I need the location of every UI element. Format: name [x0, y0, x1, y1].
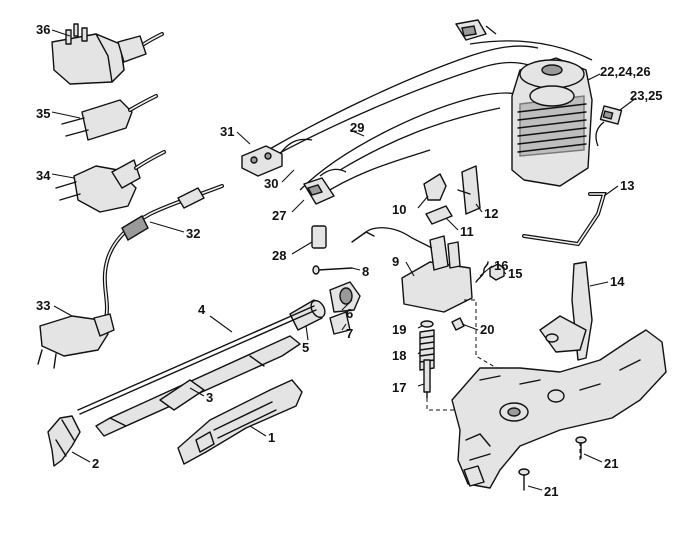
callout-1: 1 — [268, 430, 275, 445]
screw — [451, 317, 465, 331]
motor-housing — [451, 329, 667, 489]
rod — [312, 265, 353, 275]
callout-19: 19 — [392, 322, 406, 337]
callout-31: 31 — [220, 124, 234, 139]
wire-harness — [267, 40, 593, 197]
callout-28: 28 — [272, 248, 286, 263]
housing-screw-right — [575, 436, 587, 459]
switch — [351, 227, 473, 313]
carbon-brushes — [595, 105, 623, 147]
spring-clip — [329, 311, 351, 335]
cable-holder — [329, 281, 361, 313]
trigger — [47, 415, 81, 467]
callout-34: 34 — [36, 168, 51, 183]
callout-10: 10 — [392, 202, 406, 217]
callout-23-25: 23,25 — [630, 88, 663, 103]
callout-6: 6 — [346, 306, 353, 321]
callout-11: 11 — [460, 224, 474, 239]
callout-5: 5 — [302, 340, 309, 355]
callout-2: 2 — [92, 456, 99, 471]
washer — [420, 320, 434, 328]
callout-18: 18 — [392, 348, 406, 363]
callout-4: 4 — [198, 302, 206, 317]
callout-12: 12 — [484, 206, 498, 221]
callout-21-bottom: 21 — [544, 484, 558, 499]
pin — [423, 359, 431, 399]
callout-35: 35 — [36, 106, 50, 121]
hex-nut — [489, 263, 505, 281]
callout-labels: 36 35 34 33 32 31 30 27 28 29 22,24,26 2… — [36, 22, 663, 499]
handle-cover — [177, 379, 303, 465]
callout-21-right: 21 — [604, 456, 618, 471]
callout-17: 17 — [392, 380, 406, 395]
handle-bracket — [539, 261, 593, 361]
extension-spring — [475, 261, 489, 283]
electric-motor — [511, 57, 593, 187]
callout-32: 32 — [186, 226, 200, 241]
callout-13: 13 — [620, 178, 634, 193]
callout-36: 36 — [36, 22, 50, 37]
euro-flat-plug — [61, 94, 158, 141]
slide — [425, 205, 453, 225]
callout-7: 7 — [346, 326, 353, 341]
brush-holder-connector — [455, 19, 497, 41]
switch-shaft — [95, 335, 301, 437]
callout-27: 27 — [272, 208, 286, 223]
callout-20: 20 — [480, 322, 494, 337]
callout-9: 9 — [392, 254, 399, 269]
callout-3: 3 — [206, 390, 213, 405]
suppressor-capacitor — [303, 177, 335, 205]
power-cord — [37, 184, 224, 369]
callout-33: 33 — [36, 298, 50, 313]
terminal-block — [241, 145, 283, 177]
housing-screw-bottom — [518, 468, 530, 491]
control-rod — [77, 305, 317, 415]
callout-30: 30 — [264, 176, 278, 191]
callout-22-24-26: 22,24,26 — [600, 64, 651, 79]
uk-plug — [51, 23, 164, 85]
callout-16: 16 — [494, 258, 508, 273]
schuko-plug — [55, 150, 166, 213]
insulating-sleeve — [311, 225, 327, 249]
torsion-spring — [522, 192, 607, 247]
pawl — [457, 165, 481, 215]
callout-14: 14 — [610, 274, 625, 289]
callout-29: 29 — [350, 120, 364, 135]
callout-15: 15 — [508, 266, 522, 281]
leader-lines — [51, 29, 637, 491]
callout-8: 8 — [362, 264, 369, 279]
